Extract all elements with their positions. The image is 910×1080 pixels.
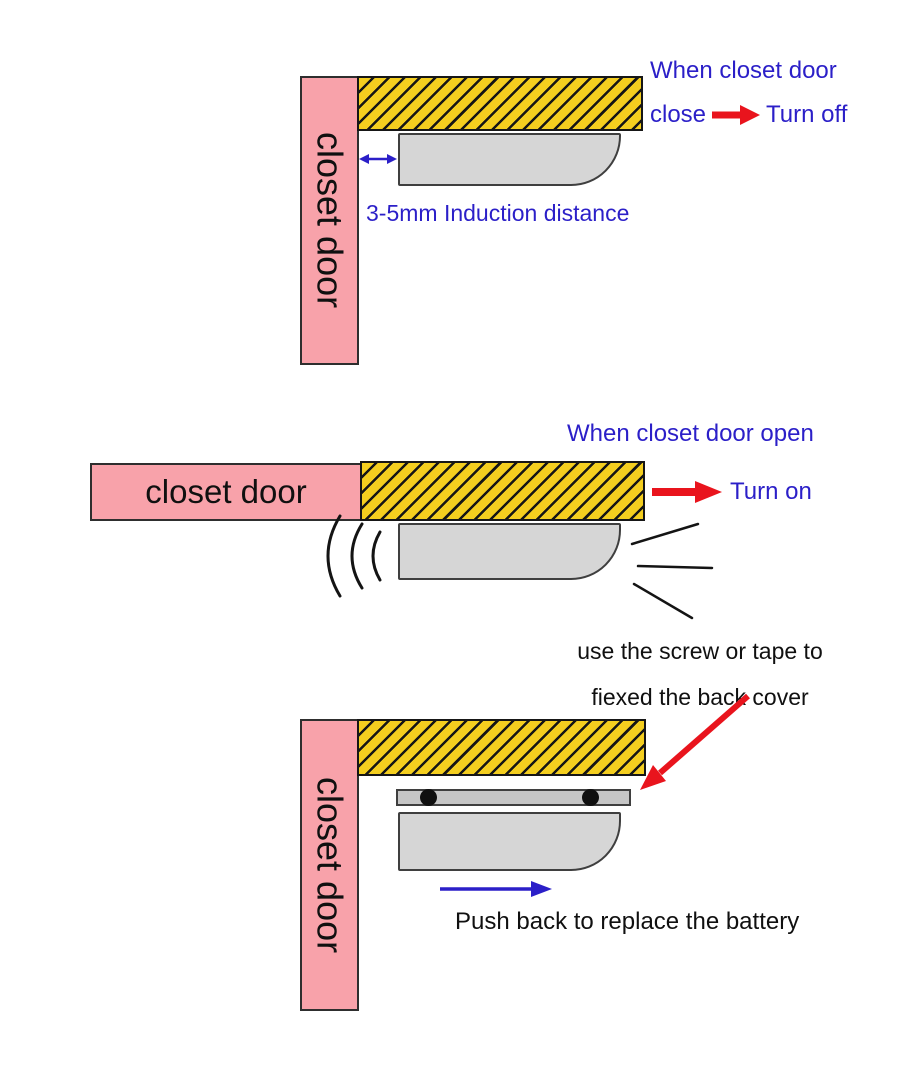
caption-door-close-line1: When closet door bbox=[650, 57, 837, 84]
close-word: close bbox=[650, 101, 707, 128]
closet-door-open: closet door bbox=[90, 463, 362, 521]
turn-on-label: Turn on bbox=[730, 478, 812, 505]
induction-distance-label: 3-5mm Induction distance bbox=[366, 200, 630, 226]
sensor-light-body-battery bbox=[398, 812, 621, 871]
closet-door-label: closet door bbox=[145, 473, 307, 510]
back-cover-caption: use the screw or tape to fiexed the back… bbox=[540, 628, 860, 720]
turn-off-label: Turn off bbox=[766, 101, 848, 128]
turn-on-arrow-icon bbox=[652, 481, 722, 503]
back-cover-pointer-arrow-icon bbox=[640, 693, 750, 790]
light-rays-icon bbox=[630, 522, 714, 620]
closet-door-closed: closet door bbox=[300, 76, 359, 365]
screw-dot-left bbox=[420, 789, 437, 806]
closet-door-label: closet door bbox=[309, 132, 351, 309]
push-back-instruction: Push back to replace the battery bbox=[455, 908, 800, 935]
caption-door-close-line2: close Turn off bbox=[650, 101, 847, 129]
closet-door-label: closet door bbox=[309, 776, 351, 954]
caption-door-open: When closet door open bbox=[567, 420, 814, 447]
sensor-light-body-closed bbox=[398, 133, 621, 186]
cabinet-mount-strip-open bbox=[360, 461, 645, 521]
cabinet-mount-strip-closed bbox=[357, 76, 643, 131]
back-cover-caption-line1: use the screw or tape to bbox=[577, 638, 823, 664]
closet-door-battery-panel: closet door bbox=[300, 719, 359, 1011]
back-cover-caption-line2: fiexed the back cover bbox=[591, 684, 809, 710]
sensor-light-body-open bbox=[398, 523, 621, 580]
turn-off-arrow-icon bbox=[712, 105, 761, 125]
back-cover-bar bbox=[396, 789, 631, 806]
induction-gap-double-arrow-icon bbox=[359, 154, 397, 164]
push-back-arrow-icon bbox=[440, 881, 552, 897]
motion-waves-icon bbox=[326, 514, 382, 598]
cabinet-mount-strip-battery bbox=[357, 719, 646, 776]
screw-dot-right bbox=[582, 789, 599, 806]
